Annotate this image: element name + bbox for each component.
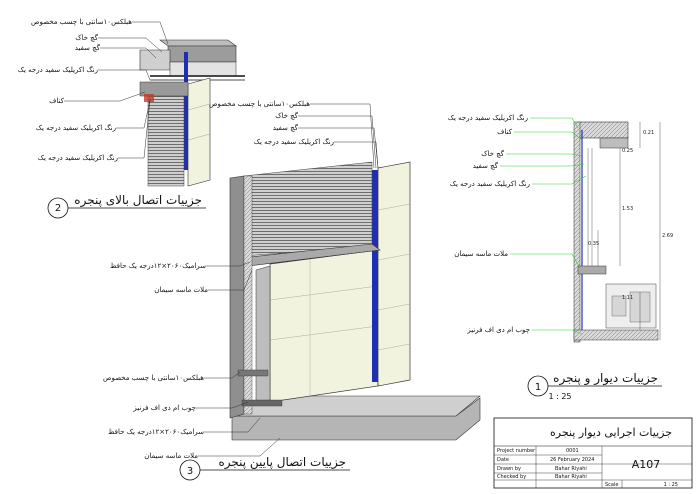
dim-value: 0.35 — [588, 241, 599, 247]
drawn-by-label: Drawn by — [497, 466, 521, 472]
d3-label: ملات ماسه سیمان — [144, 452, 198, 460]
dim-value: 1.11 — [622, 295, 633, 301]
drawn-by: Bahar Riyahi — [555, 466, 587, 472]
d3-label: سرامیک۲۰۶۰×۱۲درجه یک حافظ — [108, 428, 204, 436]
roller-blind — [243, 161, 373, 257]
d3-label: سرامیک۲۰۶۰×۱۲درجه یک حافظ — [110, 262, 206, 270]
scale-value: 1 : 25 — [664, 482, 678, 488]
date-label: Date — [497, 457, 509, 463]
d1-label: رنگ اکریلیک سفید درجه یک — [450, 179, 530, 188]
checked-by-label: Checked by — [497, 474, 526, 480]
detail-1-drawing — [573, 121, 661, 343]
d1-label: رنگ اکریلیک سفید درجه یک — [448, 113, 528, 122]
detail-3-title-text: جزییات اتصال پایین پنجره — [218, 455, 346, 470]
date-value: 26 February 2024 — [550, 457, 594, 463]
detail-3-leaders — [196, 103, 379, 457]
detail-3-title: 3 جزییات اتصال پایین پنجره — [179, 455, 350, 481]
d3-label: گچ سفید — [273, 123, 299, 132]
sheet-number: A107 — [632, 458, 661, 471]
d2-label: رنگ اکریلیک سفید درجه یک — [18, 65, 98, 74]
d3-label: هبلکس۱۰سانتی با چسب مخصوص — [103, 374, 204, 382]
detail-1-number: 1 — [535, 382, 541, 393]
detail-2-number: 2 — [55, 203, 61, 214]
sheet-title: جزییات اجرایی دیوار پنجره — [550, 426, 672, 439]
detail-2-title-text: جزییات اتصال بالای پنجره — [74, 193, 202, 208]
d2-label: هبلکس۱۰سانتی با چسب مخصوص — [31, 18, 132, 26]
dim-value: 2.69 — [662, 233, 673, 239]
d3-label: هبلکس۱۰سانتی با چسب مخصوص — [209, 100, 310, 108]
dim-value: 0.21 — [643, 130, 654, 136]
detail-2-labels: هبلکس۱۰سانتی با چسب مخصوص گچ خاک گچ سفید… — [18, 18, 133, 162]
insulation-strip — [372, 170, 378, 382]
d2-label: گچ سفید — [75, 43, 101, 52]
detail-3-labels: هبلکس۱۰سانتی با چسب مخصوص گچ خاک گچ سفید… — [103, 100, 334, 460]
d2-label: گچ خاک — [75, 33, 98, 42]
d1-label: گچ سفید — [473, 161, 499, 170]
d1-label: چوب ام دی اف فرنیز — [466, 326, 530, 334]
detail-1-title-text: جزییات دیوار و پنجره — [553, 371, 658, 386]
d2-label: رنگ اکریلیک سفید درجه یک — [36, 123, 116, 132]
detail-1-leaders — [500, 117, 587, 335]
detail-1-scale: 1 : 25 — [548, 392, 571, 401]
dim-value: 1.53 — [622, 206, 633, 212]
d2-label: رنگ اکریلیک سفید درجه یک — [38, 153, 118, 162]
detail-3-drawing — [229, 161, 481, 441]
d2-label: کناف — [49, 97, 65, 105]
d1-label: ملات ماسه سیمان — [454, 250, 508, 258]
detail-2-drawing — [139, 39, 245, 187]
dim-value: 0.25 — [622, 148, 633, 154]
detail-1-labels: رنگ اکریلیک سفید درجه یک کناف گچ خاک گچ … — [448, 113, 530, 334]
d3-label: ملات ماسه سیمان — [154, 286, 208, 294]
detail-3-number: 3 — [187, 466, 193, 477]
project-number: 0001 — [566, 448, 579, 454]
d1-label: کناف — [497, 128, 513, 136]
detail-2-leaders — [64, 21, 169, 159]
detail-1-dimensions: 0.21 0.25 1.53 2.69 0.35 1.11 — [588, 130, 673, 301]
insulation-strip — [184, 52, 188, 170]
title-block: جزییات اجرایی دیوار پنجره Project number… — [493, 417, 693, 489]
detail-1-title: 1 جزییات دیوار و پنجره 1 : 25 — [527, 371, 662, 401]
detail-2-title: 2 جزییات اتصال بالای پنجره — [47, 193, 206, 219]
roller-blind — [147, 93, 185, 187]
checked-by: Bahar Riyahi — [555, 474, 587, 480]
scale-label: Scale — [605, 482, 618, 488]
d1-label: گچ خاک — [481, 149, 504, 158]
project-number-label: Project number — [497, 448, 536, 454]
d3-label: رنگ اکریلیک سفید درجه یک — [254, 137, 334, 146]
d3-label: چوب ام دی اف فرنیز — [132, 404, 196, 412]
d3-label: گچ خاک — [275, 111, 298, 120]
